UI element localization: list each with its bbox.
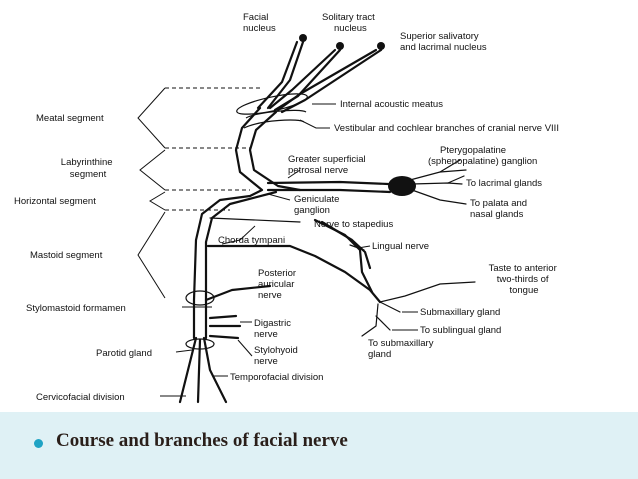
- label-palata-nasal: To palata and nasal glands: [470, 198, 530, 220]
- chorda-tympani-branch: [206, 217, 476, 337]
- label-to-submaxillary: To submaxillary gland: [368, 338, 436, 360]
- label-horizontal-segment: Horizontal segment: [14, 196, 96, 207]
- facial-nerve-trunk: [192, 106, 302, 340]
- label-labyrinthine-segment: Labyrinthine segment: [61, 157, 115, 180]
- label-stylohyoid: Stylohyoid nerve: [254, 345, 300, 367]
- label-digastric: Digastric nerve: [254, 318, 294, 340]
- label-lacrimal-glands: To lacrimal glands: [466, 178, 542, 189]
- label-parotid: Parotid gland: [96, 348, 152, 359]
- segment-brackets: [137, 87, 260, 299]
- label-geniculate-ganglion: Geniculate ganglion: [294, 194, 342, 216]
- label-vestibular-cochlear: Vestibular and cochlear branches of cran…: [334, 123, 559, 134]
- label-sublingual: To sublingual gland: [420, 325, 501, 336]
- label-stylomastoid: Stylomastoid formamen: [26, 303, 126, 314]
- bullet-icon: [34, 439, 43, 448]
- label-solitary-nucleus: Solitary tract nucleus: [322, 12, 377, 34]
- label-lingual-nerve: Lingual nerve: [372, 241, 429, 252]
- label-pterygopalatine: Pterygopalatine (sphenopalatine) ganglio…: [428, 145, 537, 167]
- caption-bar: Course and branches of facial nerve: [0, 412, 638, 479]
- internal-meatus-ring: [236, 93, 308, 115]
- label-posterior-auricular: Posterior auricular nerve: [258, 268, 299, 301]
- facial-nucleus-dot: [299, 34, 307, 42]
- label-mastoid-segment: Mastoid segment: [30, 250, 103, 261]
- label-temporofacial: Temporofacial division: [230, 372, 323, 383]
- label-meatal-segment: Meatal segment: [36, 113, 104, 124]
- label-greater-petrosal: Greater superficial petrosal nerve: [288, 154, 368, 176]
- greater-petrosal-branch: [266, 159, 467, 205]
- facial-nerve-diagram: Facial nucleus Solitary tract nucleus Su…: [14, 12, 560, 404]
- label-salivatory-nucleus: Superior salivatory and lacrimal nucleus: [400, 31, 487, 53]
- salivatory-nucleus-dot: [377, 42, 385, 50]
- label-chorda-tympani: Chorda tympani: [218, 235, 285, 246]
- slide-caption: Course and branches of facial nerve: [56, 430, 348, 451]
- label-submaxillary-ganglion: Submaxillary gland: [420, 307, 500, 318]
- label-facial-nucleus: Facial nucleus: [243, 12, 276, 34]
- label-internal-acoustic-meatus: Internal acoustic meatus: [340, 99, 443, 110]
- label-nerve-to-stapedius: Nerve to stapedius: [314, 219, 393, 230]
- extracranial-branches: [178, 284, 272, 404]
- label-taste: Taste to anterior two-thirds of tongue: [489, 263, 560, 296]
- label-cervicofacial: Cervicofacial division: [36, 392, 125, 403]
- solitary-nucleus-dot: [336, 42, 344, 50]
- leader-lines: [160, 103, 418, 397]
